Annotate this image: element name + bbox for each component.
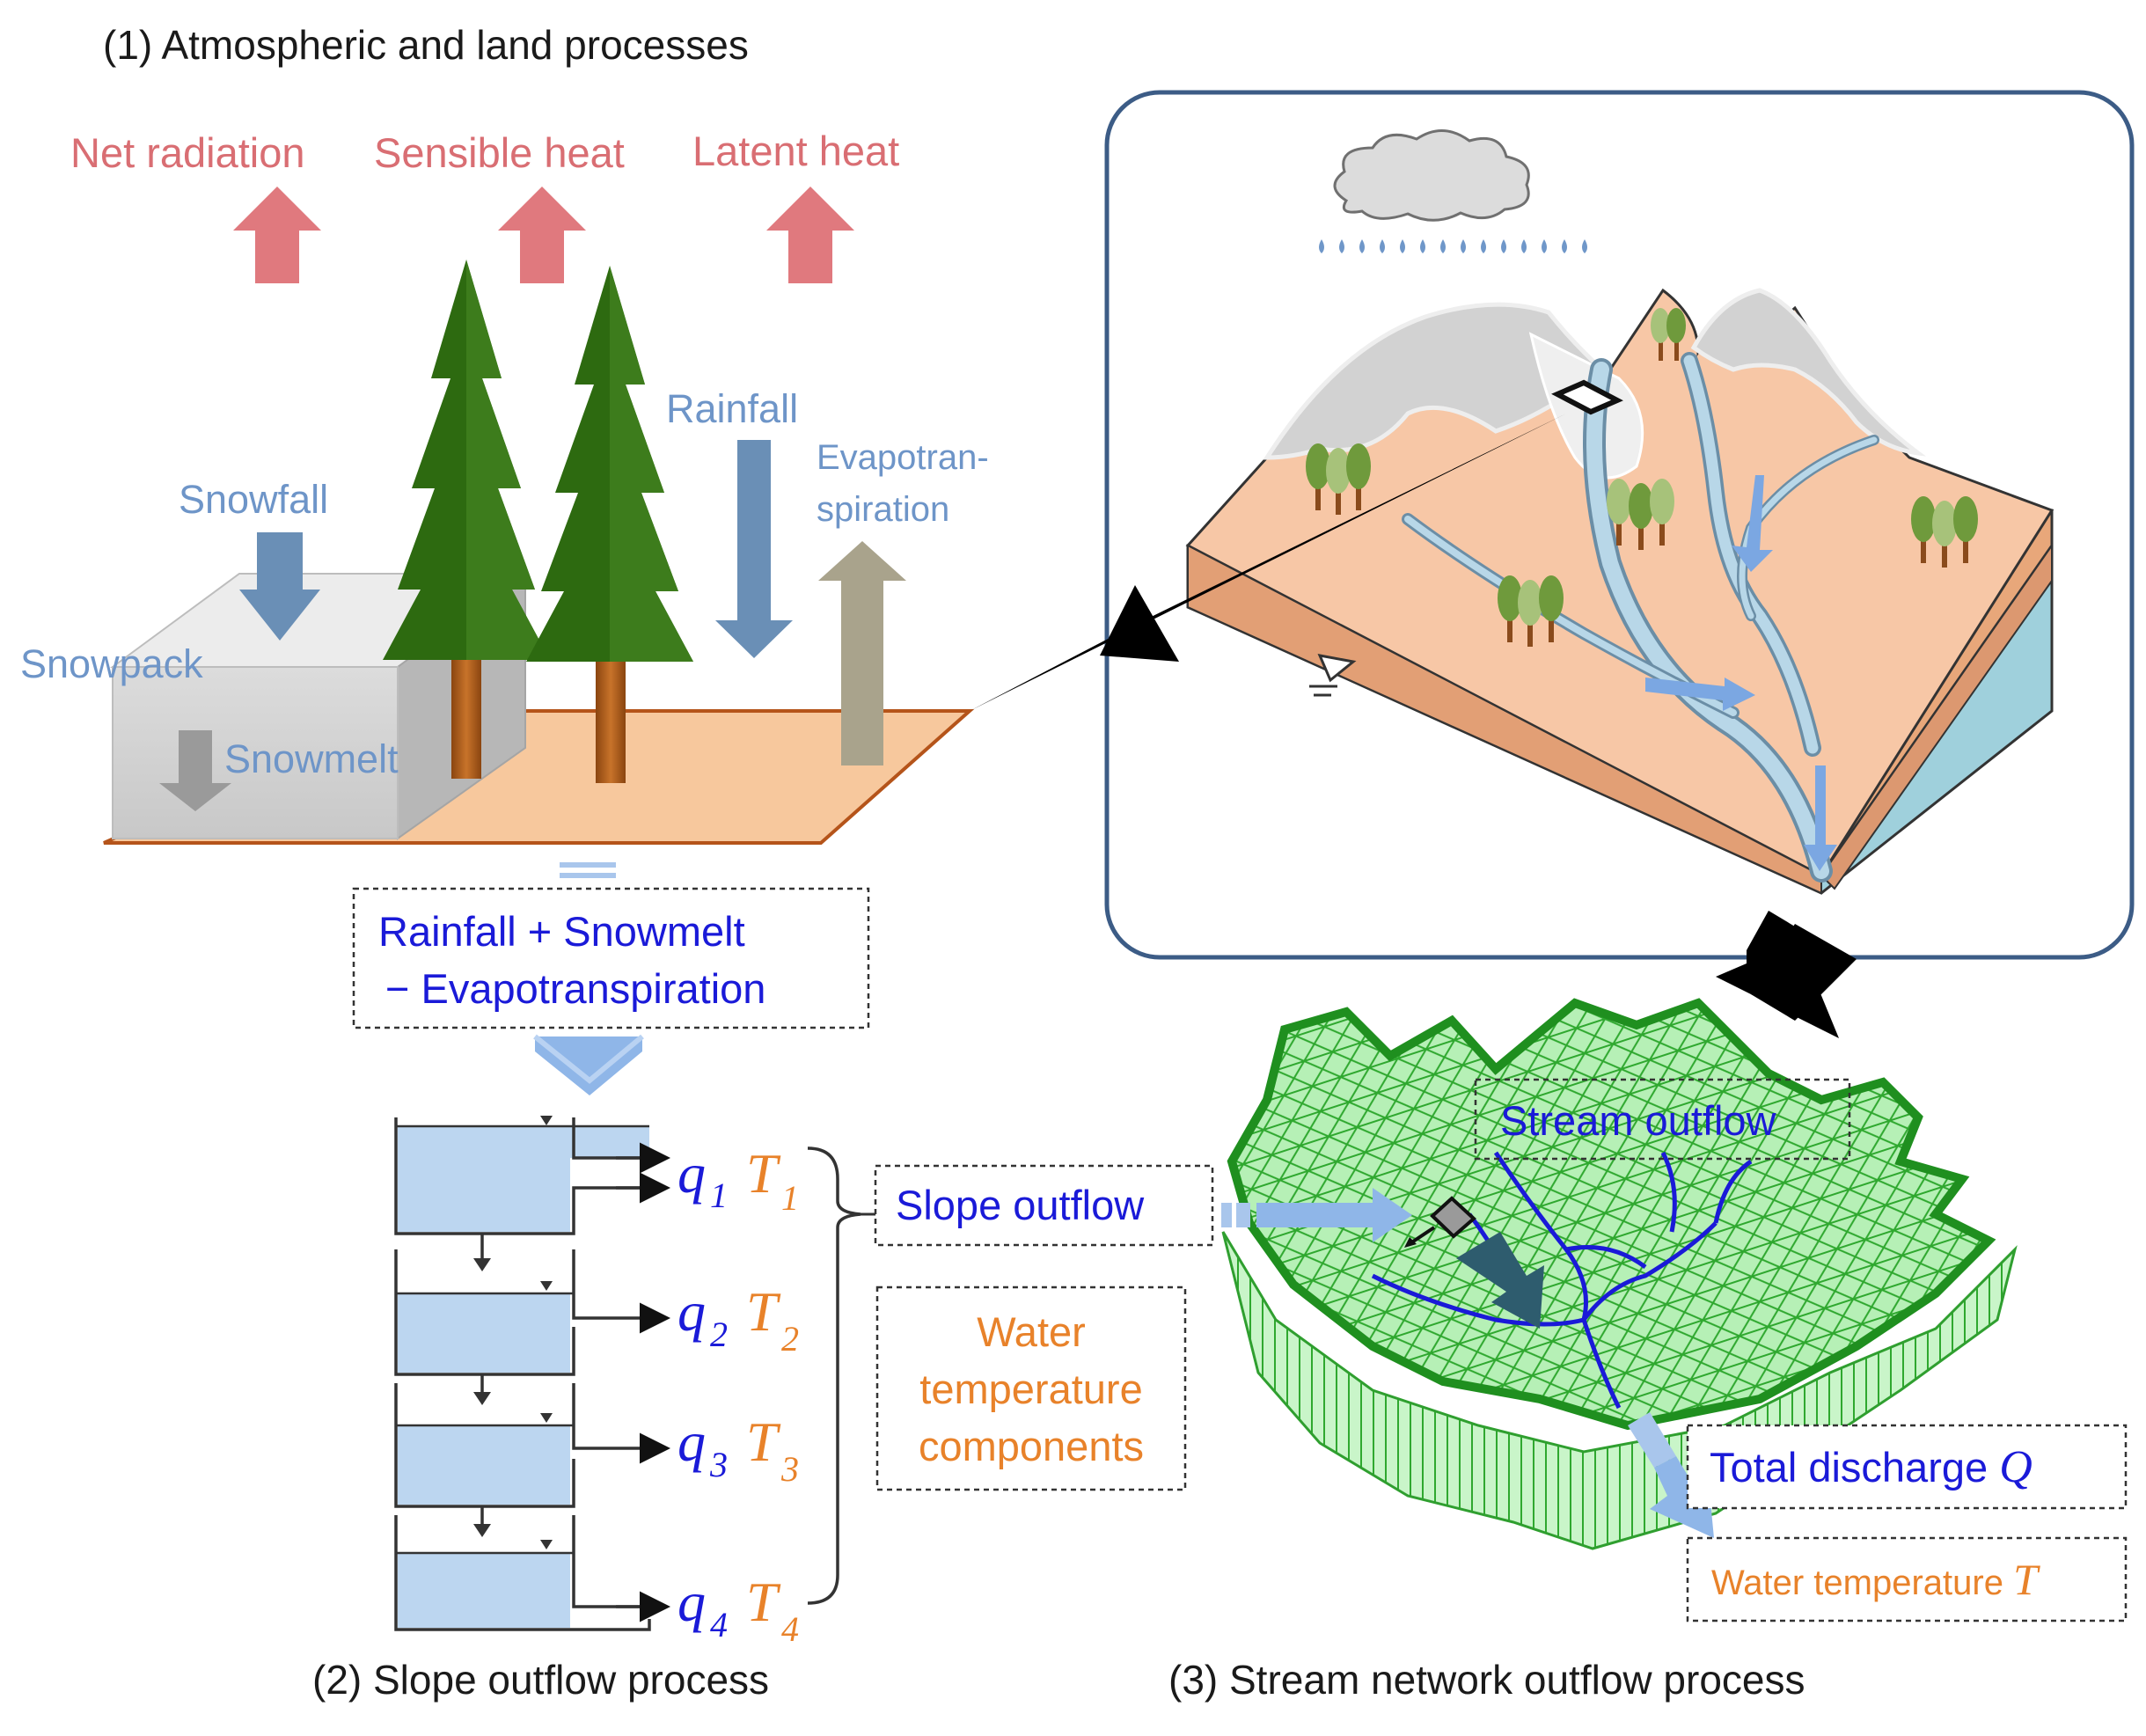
t2-subscript: 2: [781, 1319, 799, 1359]
evapo-label-line1: Evapotran-: [817, 438, 989, 477]
tank-cascade: [394, 1116, 651, 1631]
snow-cap-right: [1690, 288, 1927, 457]
soil-front-left: [1187, 544, 1822, 895]
q2-symbol: q: [677, 1280, 706, 1343]
selected-grid-cell: [1551, 379, 1623, 415]
tank-output-3: q 3 T 3: [677, 1410, 799, 1489]
stream-network: [1371, 1151, 1753, 1410]
mesh-flow-arrow: [1456, 1232, 1544, 1329]
title-slope: (2) Slope outflow process: [312, 1657, 769, 1703]
slope-outflow-arrow: [1221, 1188, 1412, 1242]
mesh-surface: [1227, 998, 1996, 1431]
zoom-callout-arrowhead: [1100, 585, 1179, 662]
to-tanks-arrow: [535, 1036, 642, 1095]
water-table-marker: [1309, 654, 1357, 697]
net-radiation-arrow: [233, 187, 321, 283]
tree-cluster-4: [1911, 496, 1978, 568]
latent-heat-arrow: [766, 187, 854, 283]
t2-symbol: T: [746, 1280, 781, 1343]
snowfall-arrow: [239, 532, 320, 641]
mesh-grid-cell: [1404, 1196, 1476, 1248]
q1-subscript: 1: [710, 1176, 728, 1215]
rainfall-arrow: [715, 440, 793, 658]
water-temperature-box: [1686, 1536, 2128, 1622]
mesh-skirt: [1221, 1231, 2018, 1550]
river-flow-arrows: [1645, 475, 1837, 871]
tree-cluster-3: [1498, 575, 1564, 647]
q3-symbol: q: [677, 1410, 706, 1473]
water-temperature-label: Water temperature T: [1711, 1555, 2040, 1604]
cloud-icon: [1333, 129, 1530, 222]
title-stream: (3) Stream network outflow process: [1168, 1657, 1805, 1703]
outputs-brace: [807, 1146, 861, 1605]
sensible-heat-label: Sensible heat: [374, 129, 625, 176]
soil-front-right: [1820, 542, 2053, 890]
total-discharge-symbol: Q: [1999, 1442, 2032, 1492]
total-discharge-box: [1686, 1424, 2128, 1510]
title-atmospheric: (1) Atmospheric and land processes: [103, 22, 749, 68]
watershed-to-mesh-arrow-head: [1751, 924, 1857, 1021]
sensible-heat-arrow: [498, 187, 586, 283]
conifer-tree-left: [383, 260, 550, 779]
t4-subscript: 4: [781, 1609, 799, 1649]
snowmelt-arrow: [159, 730, 231, 811]
t4-symbol: T: [746, 1571, 781, 1633]
stream-outflow-label: Stream outflow: [1500, 1097, 1777, 1144]
tree-cluster-5: [1651, 308, 1686, 361]
water-temp-components-line1: Water: [977, 1308, 1086, 1355]
tree-cluster-1: [1306, 443, 1371, 515]
stream-outflow-box: [1474, 1078, 1851, 1161]
tank-output-4: q 4 T 4: [677, 1571, 799, 1649]
latent-heat-label: Latent heat: [692, 128, 899, 174]
q3-subscript: 3: [709, 1445, 728, 1484]
total-discharge-label: Total discharge Q: [1710, 1442, 2032, 1492]
net-radiation-label: Net radiation: [70, 129, 305, 176]
tree-cluster-2: [1607, 479, 1674, 550]
tank-output-1: q 1 T 1: [677, 1142, 799, 1218]
t3-subscript: 3: [780, 1449, 799, 1489]
water-temp-components-box: [875, 1286, 1187, 1491]
snowpack-label: Snowpack: [20, 641, 203, 686]
conifer-tree-right: [526, 266, 693, 783]
rainfall-label: Rainfall: [666, 386, 798, 431]
water-balance-box: [352, 887, 870, 1029]
q2-subscript: 2: [710, 1315, 728, 1354]
water-balance-line2: − Evapotranspiration: [385, 965, 765, 1012]
water-temp-components-line3: components: [919, 1423, 1144, 1469]
snowmelt-label: Snowmelt: [224, 736, 399, 781]
flow-connector: [560, 862, 616, 878]
evapo-label-line2: spiration: [817, 490, 949, 529]
slope-outflow-label: Slope outflow: [896, 1182, 1145, 1228]
raindrops-icon: [1319, 239, 1587, 253]
water-temp-components-line2: temperature: [919, 1366, 1142, 1412]
water-balance-line1: Rainfall + Snowmelt: [378, 908, 745, 955]
water-temperature-symbol: T: [2013, 1555, 2040, 1604]
tank-outflow-arrows: [616, 1142, 670, 1622]
slope-outflow-box: [874, 1164, 1214, 1247]
to-tanks-arrow-highlight: [533, 1034, 644, 1084]
t3-symbol: T: [746, 1410, 781, 1473]
tank-drain-arrowheads: [473, 1258, 491, 1537]
q4-symbol: q: [677, 1571, 706, 1633]
q4-subscript: 4: [710, 1605, 728, 1644]
t1-subscript: 1: [781, 1178, 799, 1218]
tank-output-2: q 2 T 2: [677, 1280, 799, 1359]
snowfall-label: Snowfall: [179, 477, 328, 522]
q1-symbol: q: [677, 1142, 706, 1205]
evapotranspiration-arrow: [818, 541, 906, 765]
t1-symbol: T: [746, 1142, 781, 1205]
